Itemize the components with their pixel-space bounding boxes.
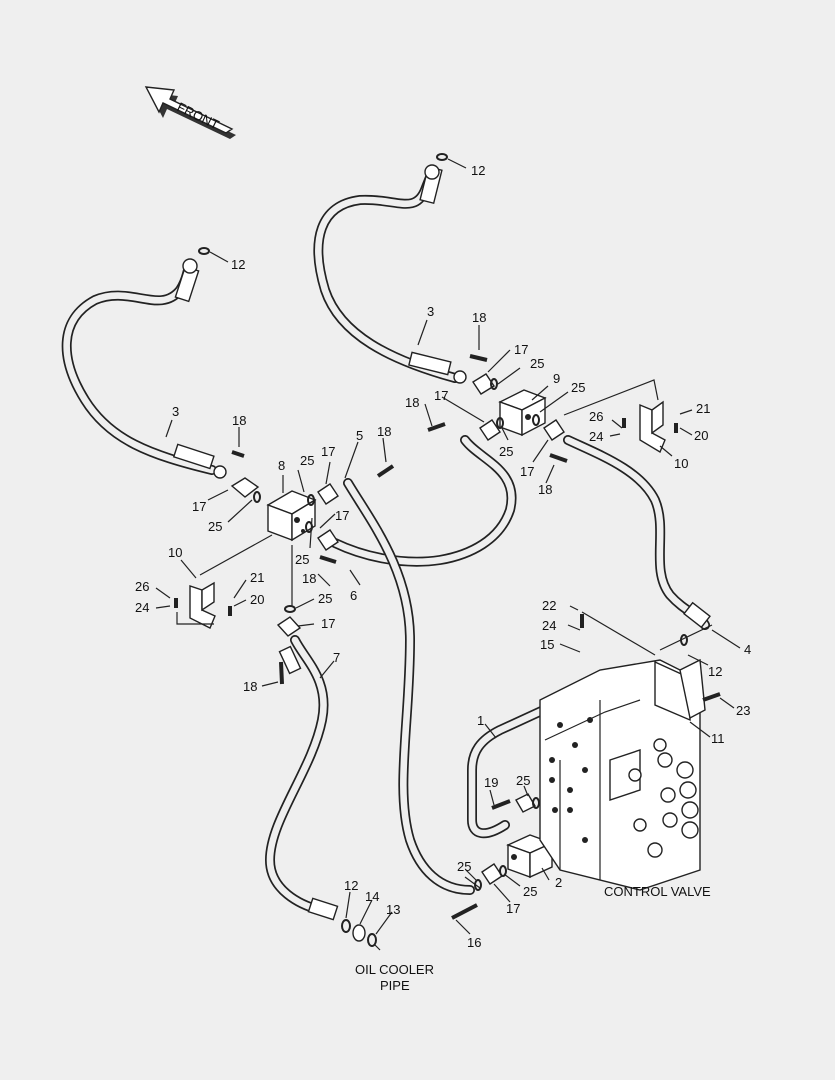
callout-2: 2 — [555, 875, 562, 890]
hose-6 — [330, 435, 517, 567]
callout-20: 20 — [694, 428, 708, 443]
callout-24: 24 — [135, 600, 149, 615]
bolts — [174, 354, 721, 920]
callout-21: 21 — [250, 570, 264, 585]
callout-25: 25 — [208, 519, 222, 534]
callout-17: 17 — [335, 508, 349, 523]
callout-17: 17 — [506, 901, 520, 916]
callout-16: 16 — [467, 935, 481, 950]
callout-18: 18 — [232, 413, 246, 428]
callout-12: 12 — [708, 664, 722, 679]
callout-25: 25 — [571, 380, 585, 395]
bracket-10-left — [189, 581, 216, 629]
hose-7 — [265, 635, 329, 915]
hose-fittings — [172, 164, 711, 921]
pipe-1 — [467, 679, 605, 839]
callout-12: 12 — [231, 257, 245, 272]
callout-22: 22 — [542, 598, 556, 613]
hose-5 — [343, 478, 475, 895]
callout-25: 25 — [523, 884, 537, 899]
callout-10: 10 — [168, 545, 182, 560]
small-parts — [174, 153, 721, 947]
callout-26: 26 — [135, 579, 149, 594]
callout-18: 18 — [472, 310, 486, 325]
valve-spools — [628, 738, 699, 858]
valve-ports — [549, 717, 593, 843]
callout-3: 3 — [427, 304, 434, 319]
callout-10: 10 — [674, 456, 688, 471]
callout-8: 8 — [278, 458, 285, 473]
callout-9: 9 — [553, 371, 560, 386]
callout-18: 18 — [302, 571, 316, 586]
front-label: FRONT — [175, 99, 222, 132]
callout-15: 15 — [540, 637, 554, 652]
callout-12: 12 — [471, 163, 485, 178]
oil-cooler-caption-line1: OIL COOLER — [355, 962, 434, 977]
callout-7: 7 — [333, 650, 340, 665]
callout-18: 18 — [377, 424, 391, 439]
callout-14: 14 — [365, 889, 379, 904]
leader-lines — [155, 158, 741, 951]
callout-25: 25 — [318, 591, 332, 606]
callout-25: 25 — [516, 773, 530, 788]
hose-3-upper — [313, 167, 460, 383]
callout-3: 3 — [172, 404, 179, 419]
callout-17: 17 — [520, 464, 534, 479]
block-8 — [266, 490, 317, 542]
callout-25: 25 — [300, 453, 314, 468]
callout-1: 1 — [477, 713, 484, 728]
callout-25: 25 — [295, 552, 309, 567]
callout-25: 25 — [530, 356, 544, 371]
callout-5: 5 — [356, 428, 363, 443]
block-9 — [498, 389, 547, 437]
callout-21: 21 — [696, 401, 710, 416]
callout-25: 25 — [499, 444, 513, 459]
oil-cooler-caption-line2: PIPE — [380, 978, 410, 993]
callout-20: 20 — [250, 592, 264, 607]
callout-23: 23 — [736, 703, 750, 718]
control-valve-caption: CONTROL VALVE — [604, 884, 711, 899]
callout-17: 17 — [321, 616, 335, 631]
callout-17: 17 — [192, 499, 206, 514]
bracket-10-right — [639, 400, 666, 454]
callout-18: 18 — [243, 679, 257, 694]
callout-24: 24 — [589, 429, 603, 444]
callout-18: 18 — [405, 395, 419, 410]
callout-17: 17 — [321, 444, 335, 459]
control-valve — [539, 658, 706, 891]
callout-25: 25 — [457, 859, 471, 874]
callout-19: 19 — [484, 775, 498, 790]
callout-17: 17 — [514, 342, 528, 357]
callout-labels: 12 12 12 12 3 3 18 18 18 18 18 18 18 17 … — [135, 163, 751, 950]
callout-11: 11 — [711, 731, 725, 746]
callout-6: 6 — [350, 588, 357, 603]
callout-26: 26 — [589, 409, 603, 424]
front-direction-arrow: FRONT — [144, 86, 236, 139]
callout-17: 17 — [434, 388, 448, 403]
callout-18: 18 — [538, 482, 552, 497]
callout-12: 12 — [344, 878, 358, 893]
callout-4: 4 — [744, 642, 751, 657]
callout-13: 13 — [386, 902, 400, 917]
callout-24: 24 — [542, 618, 556, 633]
hose-4 — [563, 435, 710, 630]
